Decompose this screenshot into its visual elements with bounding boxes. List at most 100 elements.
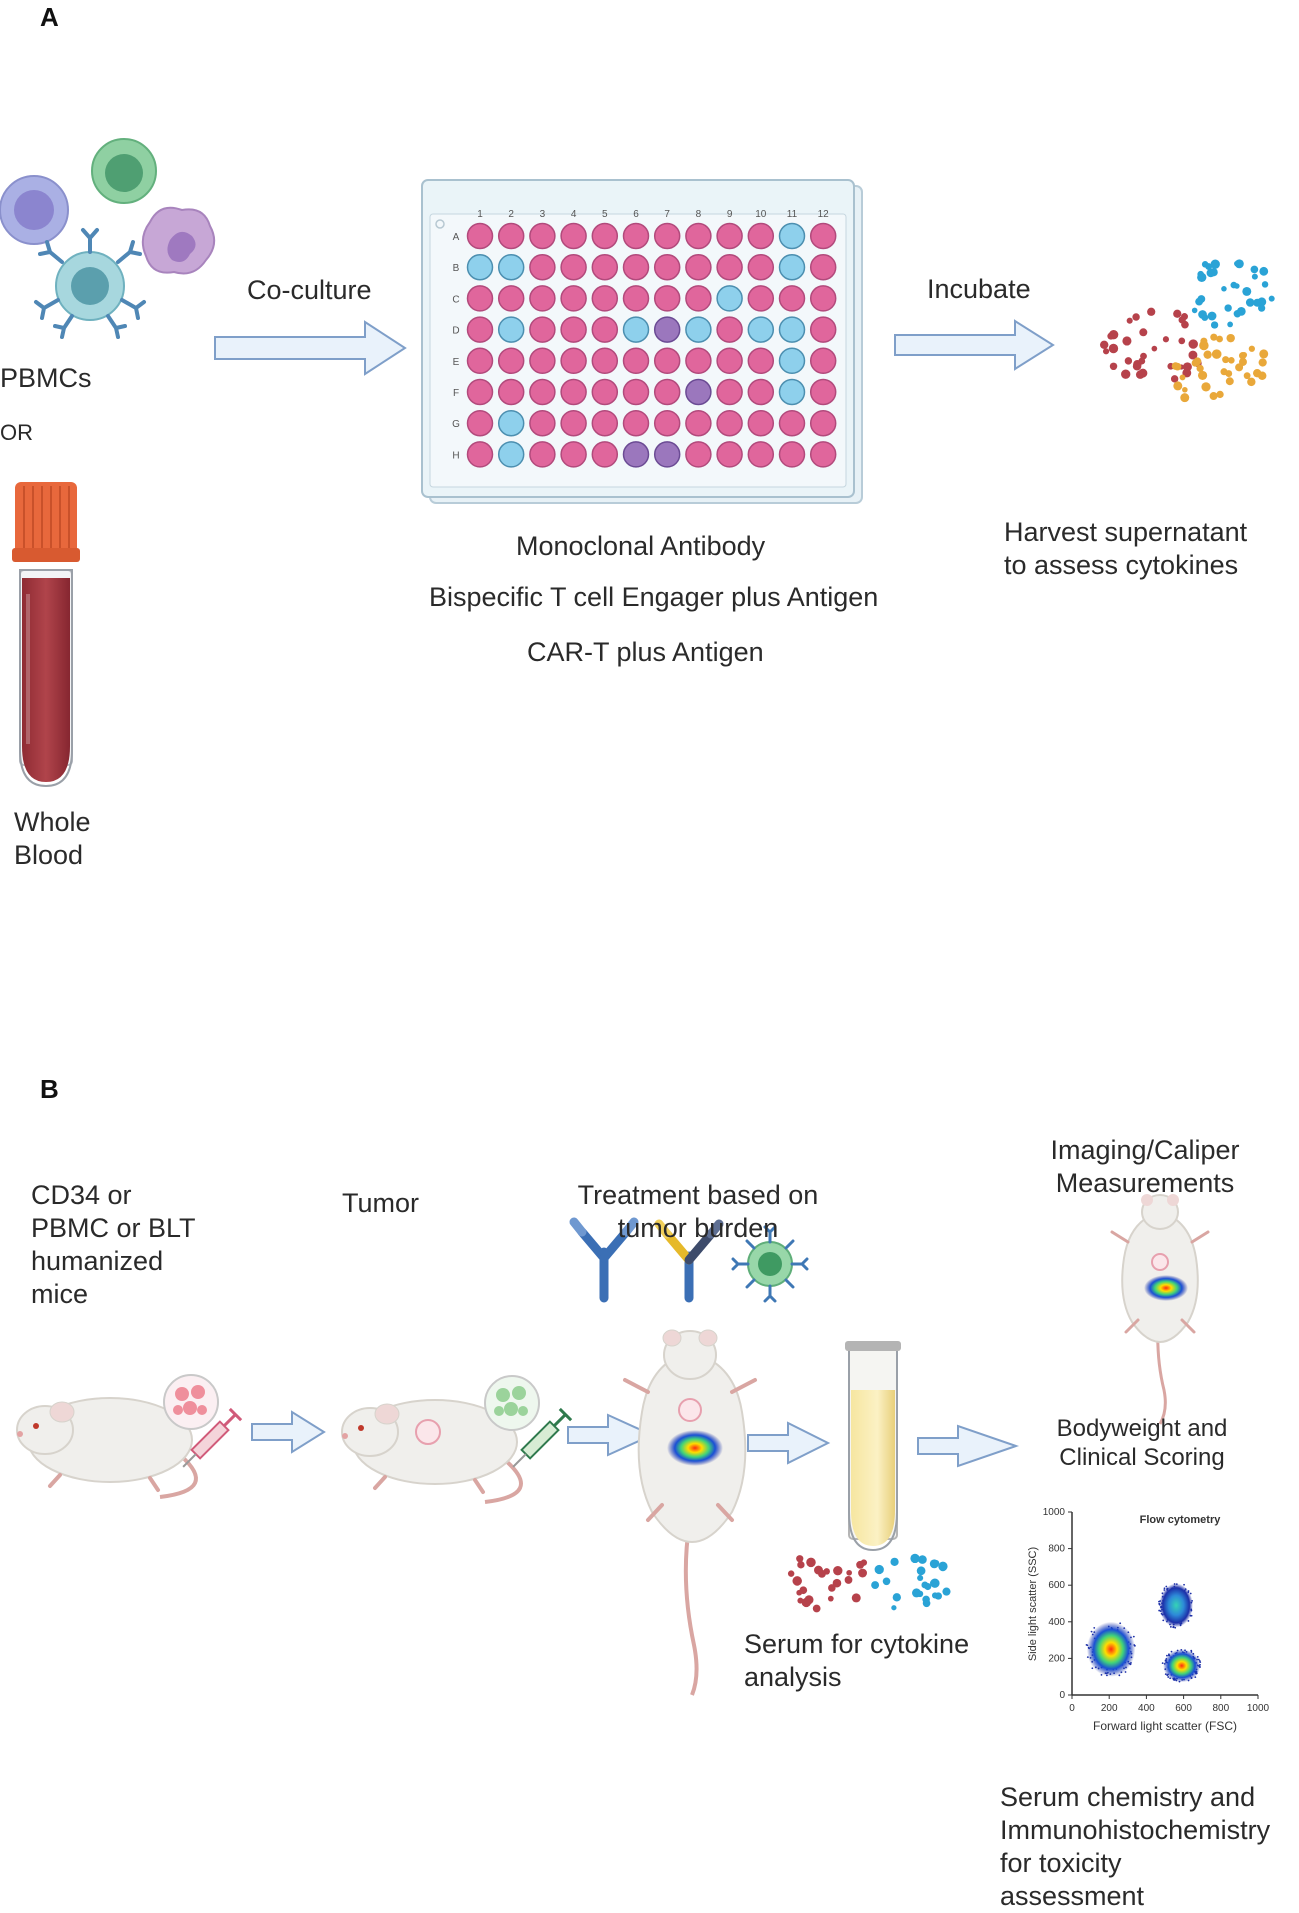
plate-well (685, 253, 712, 281)
treatment-label: Treatment based on tumor burden (577, 1180, 819, 1243)
plate-column-label: 6 (633, 209, 639, 220)
plate-well (497, 222, 525, 250)
cytokine-dot (1261, 281, 1269, 288)
cytokine-dot (1228, 357, 1235, 364)
flow-x-tick-label: 0 (1069, 1703, 1075, 1714)
plate-well (809, 378, 837, 406)
plate-well (653, 222, 681, 250)
plate-well (622, 378, 650, 406)
cytokine-dot (1132, 362, 1142, 371)
cytokine-dot (917, 1574, 924, 1582)
pbmcs-label: PBMCs (0, 363, 92, 393)
cytokine-dot (1210, 321, 1219, 329)
cytokine-dot (1221, 286, 1227, 292)
plate-well (591, 316, 619, 343)
whole-blood-tube-icon (12, 482, 80, 788)
cytokine-dot (890, 1557, 899, 1566)
plate-well (685, 441, 712, 468)
cytokine-dot (792, 1576, 802, 1586)
flow-y-tick-label: 200 (1048, 1653, 1065, 1664)
cytokine-dot (1109, 362, 1118, 371)
plate-row-label: H (452, 450, 459, 461)
flow-y-tick-label: 400 (1048, 1617, 1065, 1628)
cytokine-dot (1259, 266, 1269, 276)
plate-well (622, 441, 650, 468)
cytokine-dot (1247, 377, 1256, 387)
cytokine-dot (796, 1589, 803, 1596)
cytokine-dot (1191, 307, 1198, 314)
cytokine-dot (787, 1570, 795, 1577)
cytokine-dot (882, 1577, 891, 1586)
plate-well (809, 285, 837, 312)
plate-column-label: 3 (540, 209, 546, 220)
plate-well (747, 409, 775, 437)
plate-well (716, 253, 743, 281)
imaging-label: Imaging/Caliper Measurements (1050, 1135, 1240, 1198)
cytokine-dot (846, 1569, 852, 1576)
tumor-cell-injection-icon (484, 1375, 573, 1468)
flow-x-tick-label: 1000 (1247, 1703, 1270, 1714)
plate-well (560, 409, 587, 437)
cytokine-dot (1182, 386, 1188, 393)
humanized-mice-label: CD34 or PBMC or BLT humanized mice (31, 1180, 196, 1309)
cytokine-dots-cluster (1099, 259, 1275, 403)
cytokine-dot (833, 1565, 843, 1576)
plate-column-label: 8 (696, 209, 702, 220)
plate-column-label: 12 (818, 209, 830, 220)
cytokine-dot (938, 1561, 948, 1571)
cytokine-dot (1201, 314, 1209, 321)
cytokine-dot (891, 1605, 897, 1611)
bispecific-engager-icon (654, 1219, 724, 1303)
plate-well (653, 285, 681, 312)
plate-well (716, 441, 743, 468)
plate-well (529, 441, 556, 468)
cytokine-dot (1242, 286, 1252, 296)
tumor-bearing-mouse-icon (341, 1399, 523, 1504)
cytokine-dot (1188, 339, 1198, 349)
cytokine-dot (933, 1560, 940, 1566)
imaging-mouse-icon (1110, 1194, 1210, 1425)
flow-x-tick-label: 400 (1138, 1703, 1155, 1714)
plate-well (747, 222, 775, 250)
plate-well (560, 222, 587, 250)
cytokine-dot (1248, 345, 1255, 352)
plate-well (560, 285, 587, 312)
cytokine-dot (1195, 297, 1204, 306)
plate-well (809, 222, 837, 250)
flow-y-tick-label: 1000 (1043, 1507, 1066, 1518)
cytokine-dot (828, 1584, 836, 1592)
cytokine-dot (918, 1555, 927, 1564)
flow-event-point (1183, 1583, 1185, 1586)
plate-row-label: D (452, 326, 459, 337)
cytokine-dot (1253, 298, 1262, 307)
plate-column-label: 10 (755, 209, 767, 220)
cytokine-dot (911, 1588, 922, 1598)
cytokine-dot (1258, 304, 1266, 312)
cytokine-dot (1171, 362, 1180, 370)
cytokine-dot (797, 1561, 805, 1569)
flow-event-point (1090, 1630, 1093, 1633)
cytokine-dot (1102, 348, 1110, 355)
step-arrow-3 (747, 1421, 831, 1465)
cytokine-dot (942, 1587, 951, 1596)
cytokine-dot (1173, 309, 1182, 318)
cytokine-dot (1207, 311, 1217, 321)
cytokine-dot (1122, 336, 1132, 346)
flow-x-tick-label: 200 (1101, 1703, 1118, 1714)
or-label: OR (0, 420, 33, 445)
plate-well (591, 378, 619, 406)
cytokine-dot (832, 1578, 842, 1588)
cytokine-dot (1180, 393, 1190, 403)
cytokine-dot (1222, 356, 1230, 364)
plate-well (685, 285, 712, 312)
cytokine-dot (1241, 351, 1248, 358)
whole-blood-label: Whole Blood (14, 807, 91, 870)
plate-well (529, 347, 556, 375)
panel-b-letter: B (40, 1074, 59, 1104)
cytokine-dot (1216, 390, 1224, 399)
flow-y-tick-label: 0 (1059, 1690, 1065, 1701)
cytokine-dot (1196, 364, 1204, 372)
coculture-label: Co-culture (247, 275, 372, 305)
